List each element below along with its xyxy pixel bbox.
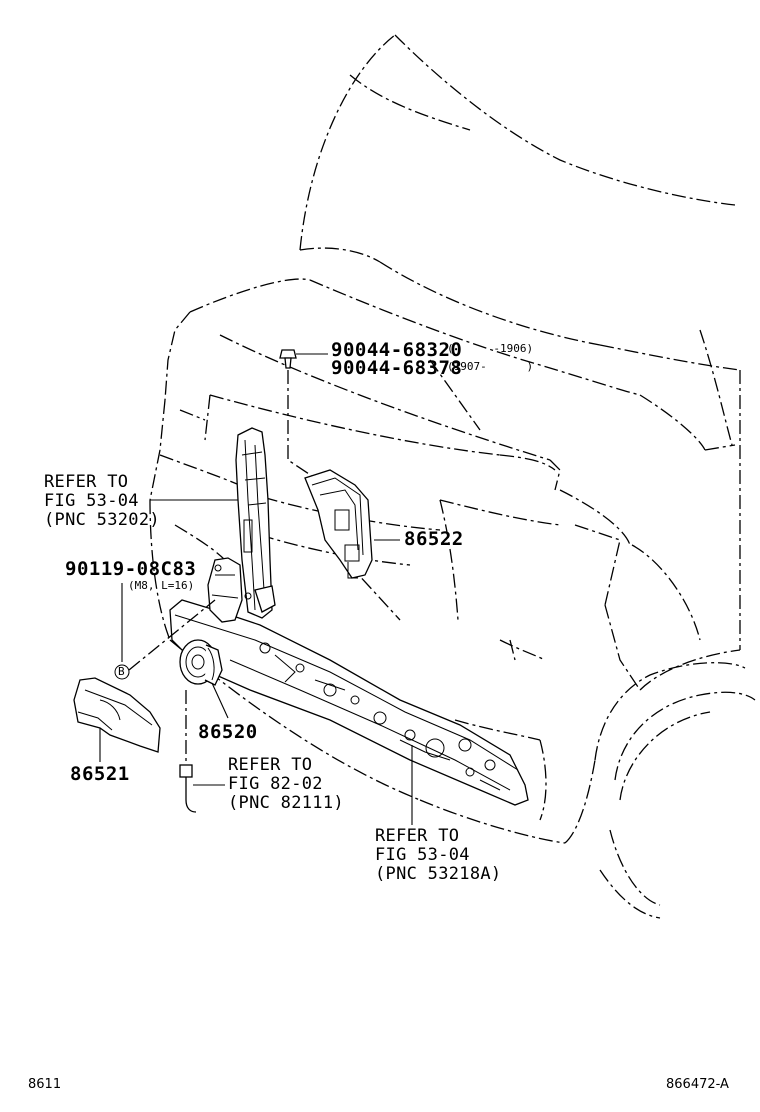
bumper-ref-line1: REFER TO (375, 826, 460, 846)
clip-date-range-1: ( -1906) (447, 342, 534, 355)
footer-right-code: 866472-A (666, 1077, 729, 1092)
wire-harness-ref-line1: REFER TO (228, 755, 313, 775)
bumper-ref-line3: (PNC 53218A) (375, 864, 502, 884)
support-panel-ref-line2: FIG 53-04 (44, 491, 139, 511)
horn-bracket-right (304, 469, 400, 579)
radiator-support-lower (169, 599, 529, 806)
clip-part-number-1: 90044-68320 (331, 339, 463, 361)
bolt-spec: (M8, L=16) (128, 579, 195, 592)
bracket-left-part-number: 86521 (70, 763, 130, 785)
vehicle-body-outline (149, 34, 756, 919)
horn-bracket-left (73, 677, 161, 762)
wire-harness-ref-line2: FIG 82-02 (228, 774, 323, 794)
bracket-right-part-number: 86522 (404, 528, 464, 550)
clip-fastener (279, 349, 328, 481)
bolt (114, 583, 216, 680)
bumper-ref-line2: FIG 53-04 (375, 845, 470, 865)
bolt-part-number: 90119-08C83 (65, 558, 197, 580)
horn-part-number: 86520 (198, 721, 258, 743)
clip-date-range-2: (1907- ) (447, 360, 534, 373)
clip-part-number-2: 90044-68378 (331, 357, 463, 379)
support-panel-ref-line3: (PNC 53202) (44, 510, 160, 530)
support-panel-ref-line1: REFER TO (44, 472, 129, 492)
radiator-support-vertical (207, 427, 276, 623)
footer-left-code: 8611 (28, 1077, 62, 1092)
wire-harness-ref-line3: (PNC 82111) (228, 793, 344, 813)
reference-leaders (150, 499, 413, 825)
bolt-mark: B (118, 665, 125, 678)
wire-connector (179, 690, 225, 813)
horn (179, 639, 229, 719)
